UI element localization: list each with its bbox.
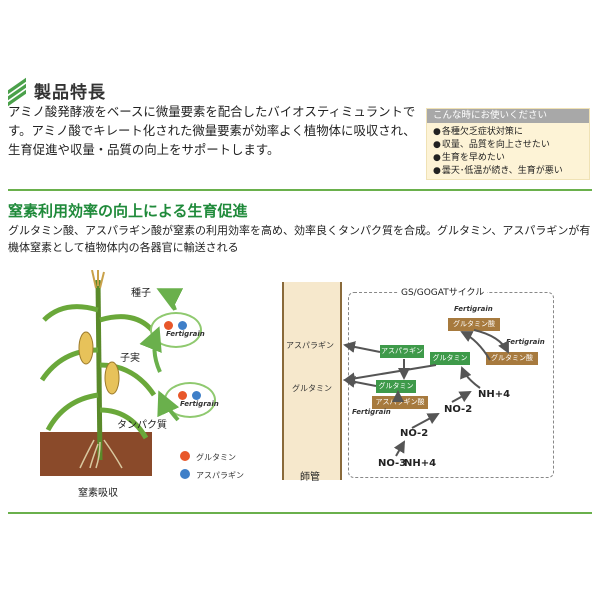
brand-tag: Fertigrain [506,338,545,346]
label-fruit: 子実 [120,353,140,364]
glutamine-dot [164,321,173,330]
label-glutamine-phloem: グルタミン [292,384,332,393]
phloem-label: 師管 [300,472,320,483]
glutamine-dot [178,391,187,400]
label-seed: 種子 [131,288,151,299]
divider [8,189,592,191]
asparagine-box: アスパラギン [380,345,424,358]
label-nitrogen-absorption: 窒素吸収 [78,488,118,499]
legend-glutamine-dot [180,451,190,461]
usage-box-header: こんな時にお使いください [427,109,589,123]
asparagine-dot [178,321,187,330]
gs-gogat-title: GS/GOGATサイクル [398,285,488,298]
label-protein: タンパク質 [117,420,167,431]
usage-list: 各種欠乏症状対策に 収量、品質を向上させたい 生育を早めたい 曇天･低温が続き、… [427,123,589,181]
corn-plant-illustration [39,270,157,469]
no2-label: NO-2 [444,404,473,415]
aspartic-acid-box: アスパラギン酸 [372,396,428,409]
glutamic-acid-box: グルタミン酸 [448,318,500,331]
asparagine-dot [192,391,201,400]
usage-box: こんな時にお使いください 各種欠乏症状対策に 収量、品質を向上させたい 生育を早… [426,108,590,180]
no3-label: NO-3 [378,458,407,469]
usage-item: 各種欠乏症状対策に [433,126,583,139]
glutamine-box: グルタミン [430,352,470,365]
brand-tag: Fertigrain [352,408,391,416]
section2-title: 窒素利用効率の向上による生育促進 [8,202,248,220]
brand-tag: Fertigrain [454,305,493,313]
legend-asparagine-label: アスパラギン [196,471,244,480]
section-title: 製品特長 [34,83,106,103]
section-title-wrap: 製品特長 [8,77,106,106]
usage-item: 生育を早めたい [433,152,583,165]
nh4-label: NH+4 [404,458,437,469]
nh4-label: NH+4 [478,389,511,400]
product-description: アミノ酸発酵液をベースに微量要素を配合したバイオスティミュラントです。アミノ酸で… [8,104,416,157]
section2-description: グルタミン酸、アスパラギン酸が窒素の利用効率を高め、効率良くタンパク質を合成。グ… [8,224,591,254]
soil [40,432,152,476]
legend-glutamine-label: グルタミン [196,453,236,462]
usage-item: 収量、品質を向上させたい [433,139,583,152]
no2-label: NO-2 [400,428,429,439]
phloem [282,282,342,480]
divider [8,512,592,514]
label-asparagine-phloem: アスパラギン [286,341,334,350]
glutamic-acid-box: グルタミン酸 [486,352,538,365]
usage-item: 曇天･低温が続き、生育が悪い [433,165,583,178]
brand-label: Fertigrain [166,330,205,338]
glutamine-box: グルタミン [376,380,416,393]
brand-label: Fertigrain [180,400,219,408]
legend-asparagine-dot [180,469,190,479]
